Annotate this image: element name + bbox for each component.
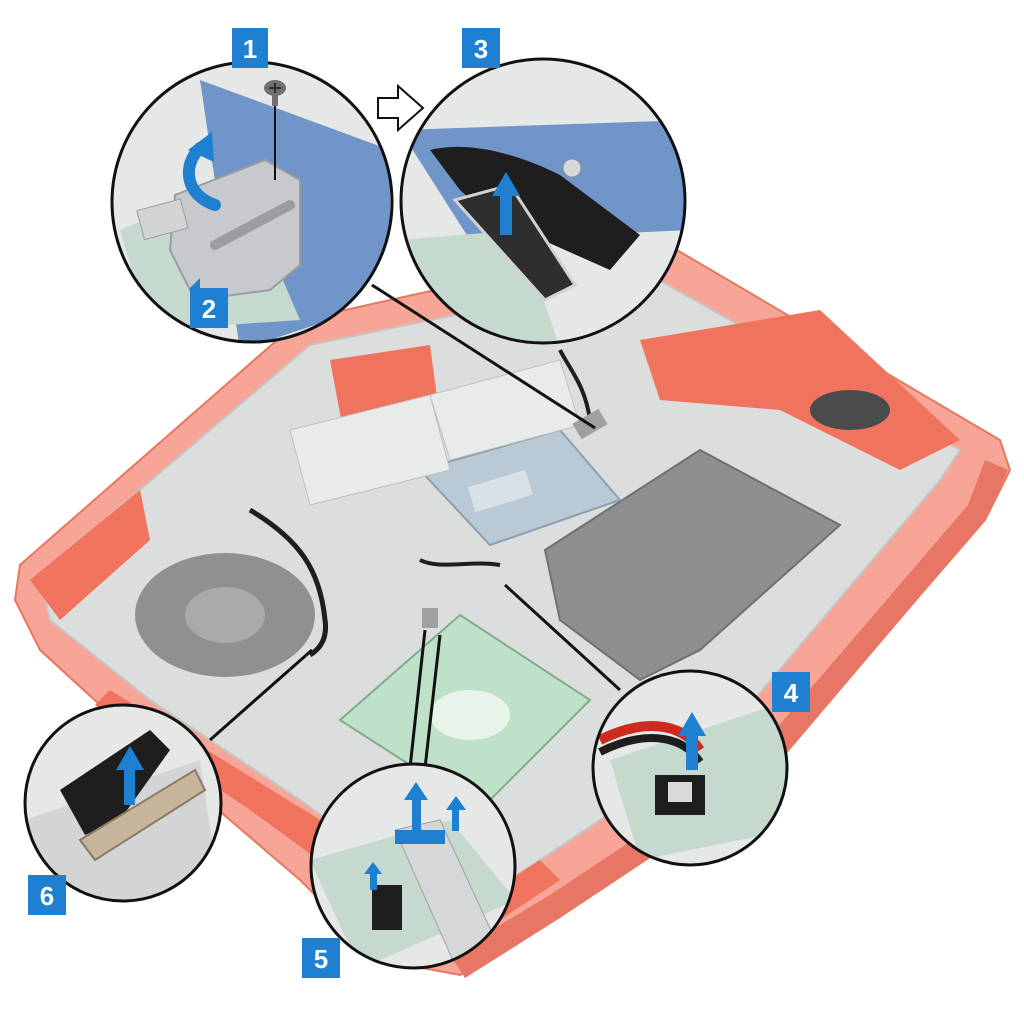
speaker — [810, 390, 890, 430]
ribbon-connector — [422, 608, 438, 628]
arrow-right-icon — [378, 86, 423, 130]
step-badge-1: 1 — [232, 28, 268, 68]
step-badge-5: 5 — [302, 938, 340, 978]
callout-6-connector-cable — [25, 705, 221, 901]
step-badge-6: 6 — [28, 875, 66, 915]
step-number: 4 — [784, 678, 799, 708]
ribbon-latch — [372, 885, 402, 930]
step-number: 3 — [474, 34, 488, 64]
step-number: 6 — [40, 881, 54, 911]
step-badge-3: 3 — [462, 28, 500, 68]
board-screw — [563, 159, 581, 177]
step-number: 5 — [314, 944, 328, 974]
step-number: 1 — [243, 34, 257, 64]
step-badge-4: 4 — [772, 672, 810, 712]
step-number: 2 — [202, 294, 216, 324]
hard-drive-platter — [430, 690, 510, 740]
ribbon-pull-tab — [395, 830, 445, 844]
fan-hub — [185, 587, 265, 643]
callout-5-ribbon-cable — [310, 763, 516, 969]
